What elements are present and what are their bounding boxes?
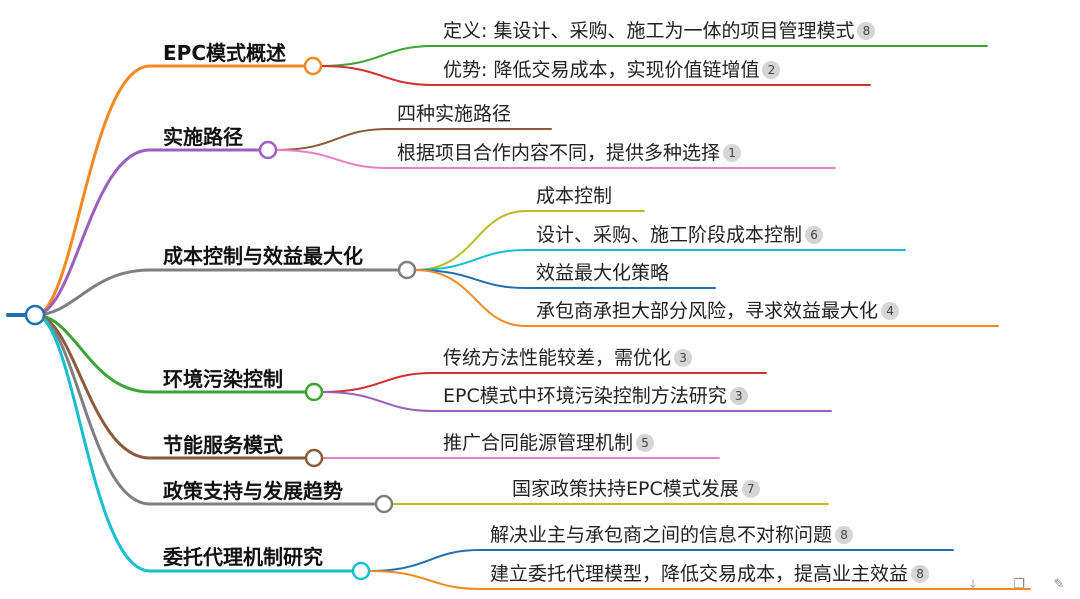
count-badge: 4: [881, 302, 900, 320]
root-node[interactable]: [24, 304, 46, 326]
count-badge: 3: [729, 387, 748, 405]
leaf-text: 传统方法性能较差，需优化: [443, 347, 672, 369]
leaf-connector: [321, 391, 832, 412]
leaf-connector: [275, 149, 836, 169]
count-badge: 1: [723, 144, 742, 162]
edit-icon[interactable]: ✎: [1053, 577, 1065, 592]
leaf-connector: [414, 269, 716, 289]
leaf-connector: [321, 372, 767, 393]
branch-connector: [33, 64, 152, 317]
branch-label[interactable]: 实施路径: [163, 125, 243, 149]
leaf-connector: [368, 549, 954, 572]
leaf-text: 四种实施路径: [397, 103, 512, 125]
count-badge: 7: [741, 480, 760, 498]
count-badge: 8: [835, 526, 854, 544]
leaf-connector: [320, 45, 988, 67]
branch-node[interactable]: [397, 260, 417, 280]
count-badge: 2: [762, 61, 781, 79]
branch-label[interactable]: EPC模式概述: [163, 41, 286, 65]
leaf-text: 成本控制: [536, 185, 613, 207]
branch-label[interactable]: 环境污染控制: [163, 367, 283, 391]
leaf-text: 解决业主与承包商之间的信息不对称问题: [490, 524, 833, 546]
branch-connector: [33, 148, 152, 317]
branch-node[interactable]: [374, 494, 394, 514]
branch-node[interactable]: [303, 56, 323, 76]
branch-label[interactable]: 政策支持与发展趋势: [163, 479, 343, 503]
branch-connector: [33, 313, 152, 460]
leaf-connector: [414, 269, 999, 327]
download-icon[interactable]: ⤓: [970, 577, 976, 592]
leaf-text: EPC模式中环境污染控制方法研究: [443, 385, 727, 407]
branch-connector: [33, 313, 152, 506]
leaf-text: 建立委托代理模型，降低交易成本，提高业主效益: [490, 563, 909, 585]
leaf-text: 承包商承担大部分风险，寻求效益最大化: [536, 300, 879, 322]
branch-node[interactable]: [304, 448, 324, 468]
leaf-text: 根据项目合作内容不同，提供多种选择: [397, 142, 721, 164]
leaf-item[interactable]: 成本控制: [536, 187, 612, 206]
copy-icon[interactable]: ❐: [1013, 577, 1025, 592]
leaf-connector: [414, 249, 906, 271]
leaf-text: 效益最大化策略: [536, 262, 670, 284]
count-badge: 6: [805, 226, 824, 244]
leaf-text: 国家政策扶持EPC模式发展: [512, 478, 739, 500]
leaf-item[interactable]: 四种实施路径: [397, 105, 511, 124]
branch-connector: [33, 313, 152, 573]
leaf-text: 设计、采购、施工阶段成本控制: [536, 224, 803, 246]
count-badge: 5: [636, 434, 655, 452]
leaf-item[interactable]: 效益最大化策略: [536, 264, 669, 283]
count-badge: 8: [911, 565, 930, 583]
branch-node[interactable]: [351, 561, 371, 581]
leaf-connector: [414, 210, 645, 271]
count-badge: 8: [857, 22, 876, 40]
leaf-connector: [368, 570, 1031, 590]
count-badge: 3: [674, 349, 693, 367]
branch-connector: [33, 313, 152, 394]
leaf-text: 推广合同能源管理机制: [443, 432, 634, 454]
branch-label[interactable]: 成本控制与效益最大化: [163, 244, 363, 268]
branch-node[interactable]: [304, 382, 324, 402]
branch-label[interactable]: 委托代理机制研究: [163, 545, 323, 569]
leaf-connector: [275, 128, 552, 151]
branch-connector: [33, 268, 152, 317]
branch-node[interactable]: [258, 140, 278, 160]
leaf-text: 优势: 降低交易成本，实现价值链增值: [443, 59, 760, 81]
leaf-text: 定义: 集设计、采购、施工为一体的项目管理模式: [443, 20, 855, 42]
branch-label[interactable]: 节能服务模式: [163, 433, 283, 457]
leaf-connector: [320, 65, 871, 86]
